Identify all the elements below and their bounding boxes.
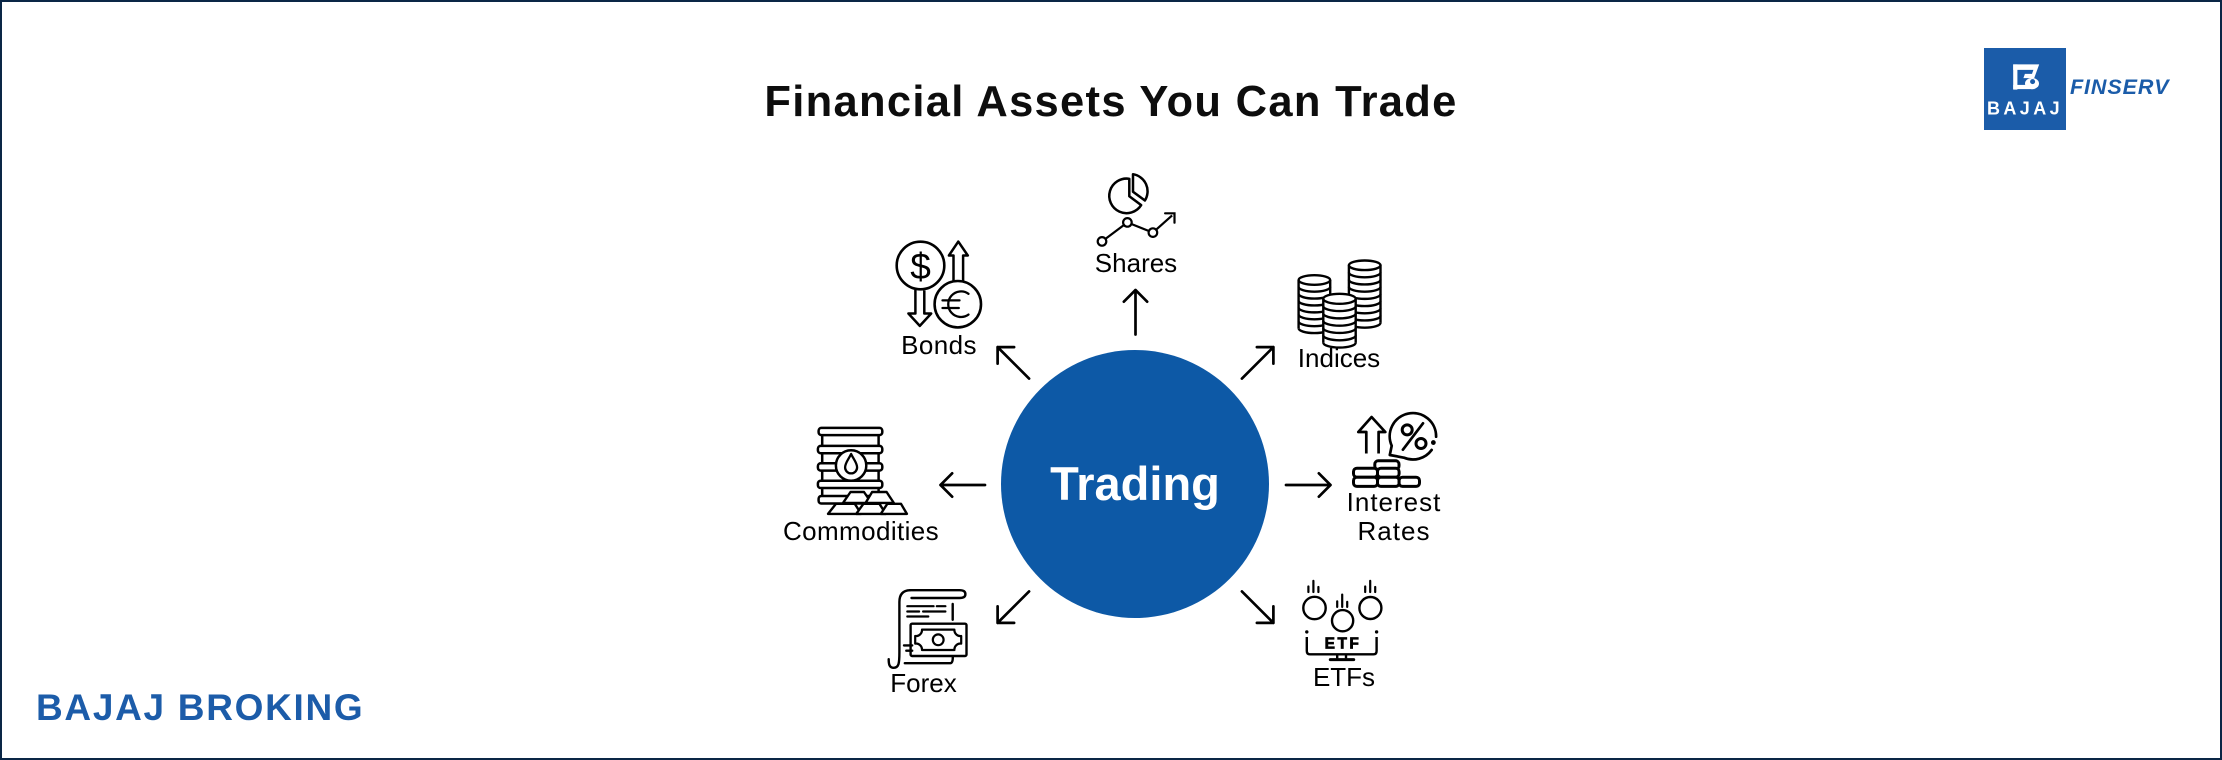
svg-text:$: $ [910,246,931,287]
svg-text:BAJAJ: BAJAJ [1987,98,2063,118]
svg-text:ETF: ETF [1325,636,1362,653]
